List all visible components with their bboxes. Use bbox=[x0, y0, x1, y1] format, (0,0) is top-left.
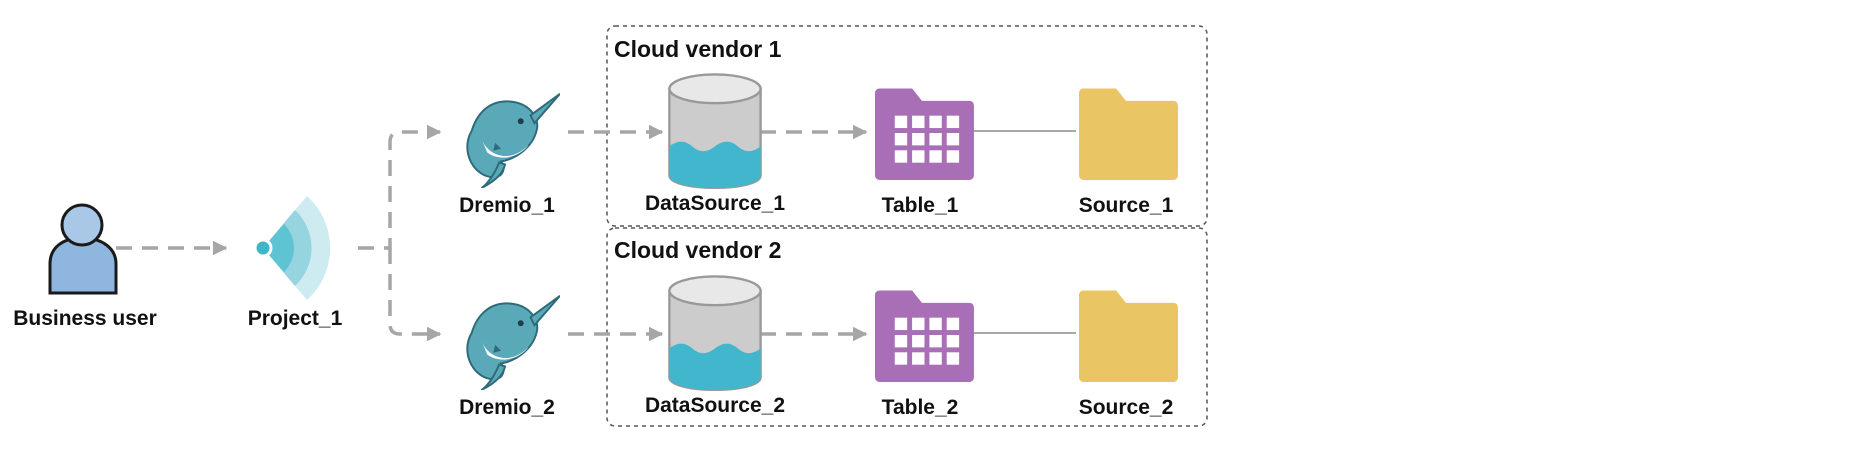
table-1-label: Table_1 bbox=[882, 194, 959, 217]
folder-icon bbox=[1079, 88, 1178, 180]
source-2-label: Source_2 bbox=[1079, 396, 1174, 419]
table-folder-icon bbox=[875, 290, 974, 382]
person-icon bbox=[48, 203, 118, 295]
database-cylinder-icon bbox=[668, 275, 762, 392]
folder-icon bbox=[1079, 290, 1178, 382]
arrow-project-to-dremio-2 bbox=[388, 248, 442, 342]
project-label: Project_1 bbox=[248, 307, 343, 330]
signal-wave-icon bbox=[253, 196, 331, 300]
dremio-1-label: Dremio_1 bbox=[459, 194, 555, 217]
datasource-2-label: DataSource_2 bbox=[645, 394, 785, 417]
source-1-label: Source_1 bbox=[1079, 194, 1174, 217]
datasource-1-label: DataSource_1 bbox=[645, 192, 785, 215]
cloud-vendor-1-title: Cloud vendor 1 bbox=[614, 36, 782, 62]
narwhal-icon bbox=[466, 294, 560, 390]
cloud-vendor-2-group bbox=[606, 227, 1208, 427]
cloud-vendor-2-title: Cloud vendor 2 bbox=[614, 237, 781, 263]
arrow-project-to-dremio-1 bbox=[358, 124, 442, 250]
dremio-2-label: Dremio_2 bbox=[459, 396, 555, 419]
business-user-label: Business user bbox=[13, 307, 157, 330]
database-cylinder-icon bbox=[668, 73, 762, 190]
cloud-vendor-1-group bbox=[606, 25, 1208, 227]
table-folder-icon bbox=[875, 88, 974, 180]
table-2-label: Table_2 bbox=[882, 396, 959, 419]
narwhal-icon bbox=[466, 92, 560, 188]
